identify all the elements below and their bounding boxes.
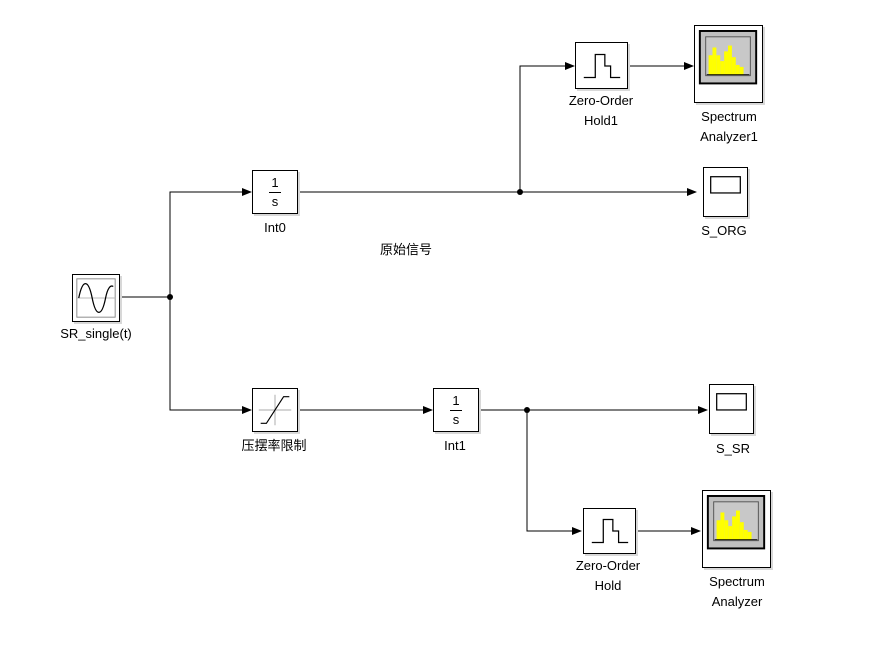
spectrum-display-icon bbox=[706, 495, 766, 550]
annotation-original-signal: 原始信号 bbox=[380, 243, 433, 258]
zero-order-hold1-block[interactable] bbox=[575, 42, 628, 89]
scope-icon bbox=[710, 176, 741, 194]
slew-rate-label: 压摆率限制 bbox=[241, 439, 307, 454]
line-to-int0 bbox=[169, 188, 252, 297]
int0-numerator: 1 bbox=[271, 175, 279, 190]
zero-order-hold-block[interactable] bbox=[583, 508, 636, 554]
zero-order-hold-icon bbox=[583, 53, 621, 79]
branch-point-bottom bbox=[524, 407, 530, 413]
scope-icon bbox=[716, 393, 747, 411]
int0-label: Int0 bbox=[264, 220, 286, 235]
integrator-int0[interactable]: 1 s bbox=[252, 170, 298, 214]
line-to-slew bbox=[169, 297, 252, 414]
branch-point-source bbox=[167, 294, 173, 300]
sine-source-label: SR_single(t) bbox=[60, 326, 132, 341]
slew-rate-limiter-block[interactable] bbox=[252, 388, 298, 432]
line-to-zoh1 bbox=[519, 62, 575, 192]
int1-numerator: 1 bbox=[452, 393, 460, 408]
zoh1-label: Zero-Order Hold1 bbox=[568, 93, 634, 128]
branch-point-top bbox=[517, 189, 523, 195]
spectrum-display-icon bbox=[698, 30, 758, 85]
scope-s-org-block[interactable] bbox=[703, 167, 748, 217]
rate-limiter-icon bbox=[258, 394, 292, 426]
integrator-int1[interactable]: 1 s bbox=[433, 388, 479, 432]
sine-source-block[interactable] bbox=[72, 274, 120, 322]
sine-wave-icon bbox=[76, 278, 116, 318]
spectrum-analyzer1-block[interactable] bbox=[694, 25, 763, 103]
spectrum-analyzer-block[interactable] bbox=[702, 490, 771, 568]
spectrum1-label: Spectrum Analyzer1 bbox=[700, 109, 758, 144]
zero-order-hold-icon bbox=[591, 518, 629, 544]
s-sr-label: S_SR bbox=[716, 441, 750, 456]
int0-fraction-bar bbox=[269, 192, 281, 193]
zoh-label: Zero-Order Hold bbox=[575, 558, 641, 593]
line-to-zoh bbox=[526, 410, 582, 535]
int1-denominator: s bbox=[452, 412, 460, 427]
int1-label: Int1 bbox=[444, 438, 466, 453]
int1-fraction-bar bbox=[450, 410, 462, 411]
s-org-label: S_ORG bbox=[701, 223, 747, 238]
int0-denominator: s bbox=[271, 194, 279, 209]
spectrum-label: Spectrum Analyzer bbox=[709, 574, 765, 609]
scope-s-sr-block[interactable] bbox=[709, 384, 754, 434]
